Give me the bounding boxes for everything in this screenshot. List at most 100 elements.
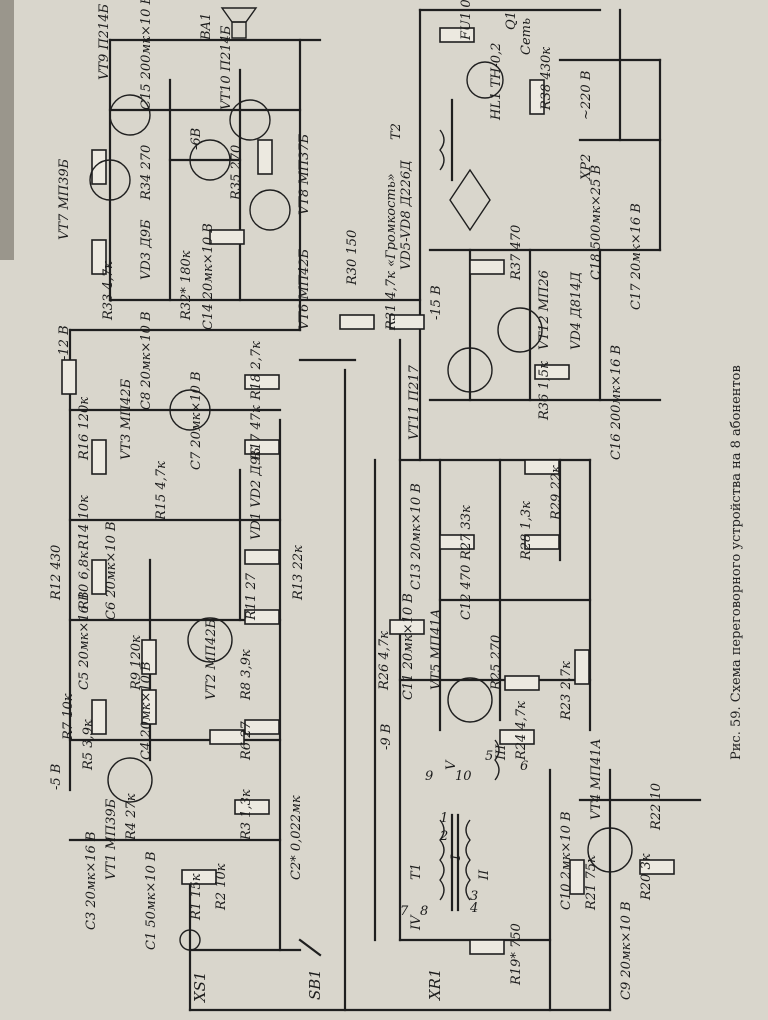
pin-6: 6 bbox=[520, 759, 528, 774]
label-r11: R11 27 bbox=[244, 572, 259, 621]
label-r3: R3 1,3к bbox=[239, 789, 254, 841]
label-c7: C7 20мк×10 В bbox=[189, 371, 204, 470]
label-r34: R34 270 bbox=[139, 145, 154, 201]
label-r36: R36 1,5к bbox=[537, 361, 552, 421]
label-r21: R21 75к bbox=[584, 855, 599, 911]
label-vt2: VT2 МП42Б bbox=[204, 618, 219, 700]
label-r28: R28 1,3к bbox=[519, 501, 534, 561]
label-r30: R30 150 bbox=[345, 230, 360, 286]
label-r10: R10 6,8к bbox=[77, 551, 92, 611]
label-r22: R22 10 bbox=[649, 783, 664, 831]
label-r17: R17 47к bbox=[249, 405, 264, 461]
pin-2: 2 bbox=[439, 829, 448, 844]
label-vt9: VT9 П214Б bbox=[97, 3, 112, 80]
resistors bbox=[61, 27, 675, 955]
label-c3: C3 20мк×16 В bbox=[84, 831, 99, 930]
pin-5: 5 bbox=[485, 749, 493, 764]
label-r33: R33 4,7к bbox=[101, 261, 116, 321]
label-r8: R8 3,9к bbox=[239, 649, 254, 701]
label-t2: T2 bbox=[389, 123, 404, 140]
label-c18: C18 500мк×25 В bbox=[589, 165, 604, 280]
label-r23: R23 2,7к bbox=[559, 661, 574, 721]
label-r24: R24 4,7к bbox=[514, 701, 529, 761]
label-r9: R9 120к bbox=[129, 635, 144, 691]
label-vd1: VD1 VD2 Д9Б bbox=[249, 447, 264, 540]
label-c12: C12 470 bbox=[459, 565, 474, 620]
label-c14: C14 20мк×10 В bbox=[201, 223, 216, 330]
label-c10: C10 2мк×10 В bbox=[559, 811, 574, 910]
label-c17: C17 20мк×16 В bbox=[629, 203, 644, 310]
label-sb1: SB1 bbox=[306, 969, 324, 1000]
label-vt8: VT8 МП37Б bbox=[297, 133, 312, 215]
label-w5: V bbox=[444, 759, 459, 770]
label-vt3: VT3 МП42Б bbox=[119, 378, 134, 460]
pin-3: 3 bbox=[470, 889, 478, 904]
label-r15: R15 4,7к bbox=[154, 461, 169, 521]
label-w4: IV bbox=[409, 914, 424, 931]
page-edge bbox=[0, 0, 14, 260]
pin-10: 10 bbox=[455, 769, 472, 784]
transformers bbox=[439, 98, 500, 912]
jack-xs1-icon bbox=[179, 929, 201, 951]
label-r32: R32* 180к bbox=[179, 250, 194, 321]
label-vt1: VT1 МП39Б bbox=[104, 798, 119, 880]
label-r26: R26 4,7к bbox=[377, 631, 392, 691]
label-xs1: XS1 bbox=[191, 972, 209, 1004]
figure-caption: Рис. 59. Схема переговорного устройства … bbox=[729, 365, 744, 760]
label-vt6: VT6 МП42Б bbox=[297, 248, 312, 330]
labels: XS1 SB1 XR1 C3 20мк×16 В VT1 МП39Б R4 27… bbox=[49, 0, 744, 1003]
label-q1: Q1 bbox=[504, 11, 519, 30]
label-vt7: VT7 МП39Б bbox=[57, 158, 72, 240]
label-r18: R18 2,7к bbox=[249, 341, 264, 401]
label-seti: Сеть bbox=[519, 18, 534, 55]
pin-8: 8 bbox=[420, 904, 428, 919]
label-minus15: -15 В bbox=[429, 285, 444, 320]
label-r1: R1 15к bbox=[189, 873, 204, 921]
label-r29: R29 22к bbox=[549, 465, 564, 521]
label-vt12: VT12 МП26 bbox=[537, 270, 552, 350]
label-r5: R5 3,9к bbox=[81, 719, 96, 771]
wiring bbox=[68, 8, 702, 1012]
label-xp2: XP2 bbox=[579, 154, 594, 181]
label-ba1: BA1 bbox=[199, 13, 214, 41]
label-c4: C4 20мк×10 В bbox=[139, 661, 154, 760]
label-fu1: FU1 0,5 bbox=[459, 0, 474, 41]
pin-1: 1 bbox=[440, 811, 448, 826]
label-vd5: VD5-VD8 Д226Д bbox=[399, 160, 414, 270]
label-vd3: VD3 Д9Б bbox=[139, 219, 154, 280]
label-c11: C11 20мк×10 В bbox=[401, 593, 416, 700]
label-t1: T1 bbox=[409, 863, 424, 880]
label-r2: R2 10к bbox=[214, 863, 229, 911]
label-r19: R19* 750 bbox=[509, 923, 524, 986]
label-r20: R20 3к bbox=[639, 853, 654, 901]
label-minus5: -5 В bbox=[49, 764, 64, 790]
label-hl1: HL1 ТН-0,2 bbox=[489, 43, 504, 121]
pin-9: 9 bbox=[425, 769, 433, 784]
label-vd4: VD4 Д814Д bbox=[569, 271, 584, 350]
label-w1: I bbox=[449, 854, 464, 861]
label-c5: C5 20мк×16 В bbox=[77, 591, 92, 690]
label-v220: ~220 В bbox=[579, 71, 594, 120]
speaker-icon bbox=[220, 7, 258, 39]
label-c1: C1 50мк×10 В bbox=[144, 851, 159, 950]
label-xr1: XR1 bbox=[426, 968, 444, 1001]
label-minus12: -12 В bbox=[57, 325, 72, 360]
label-c8: C8 20мк×10 В bbox=[139, 311, 154, 410]
label-minus9: -9 В bbox=[379, 724, 394, 750]
label-r27: R27 33к bbox=[459, 505, 474, 561]
label-r38: R38 430к bbox=[539, 47, 554, 111]
pin-7: 7 bbox=[400, 904, 409, 919]
switch-sb1-icon bbox=[298, 938, 322, 957]
label-vt11: VT11 П217 bbox=[407, 364, 422, 440]
pin-4: 4 bbox=[469, 901, 478, 916]
label-r7: R7 10к bbox=[61, 693, 76, 741]
label-r37: R37 470 bbox=[509, 225, 524, 281]
label-r25: R25 270 bbox=[489, 635, 504, 691]
label-r12: R12 430 bbox=[49, 545, 64, 601]
label-c2: C2* 0,022мк bbox=[289, 795, 304, 880]
label-c16: C16 200мк×16 В bbox=[609, 345, 624, 460]
label-r4: R4 27к bbox=[124, 793, 139, 841]
label-m68: -6В bbox=[189, 128, 204, 150]
label-c6: C6 20мк×10 В bbox=[104, 521, 119, 620]
